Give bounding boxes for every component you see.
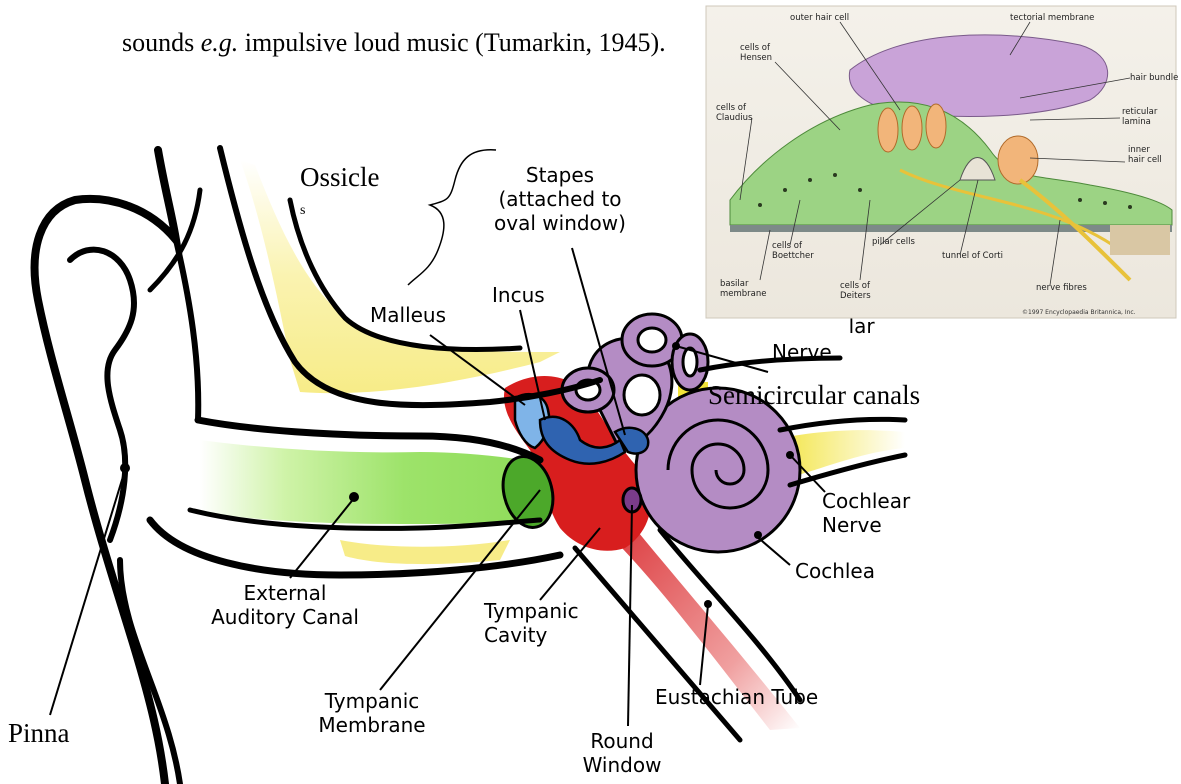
label-tympanic-cavity-2: Cavity [484,623,547,647]
inset-label-outer-hair-cell: outer hair cell [790,13,849,23]
inset-label-hair-bundle: hair bundle [1130,73,1178,83]
inset-label-pillar-cells: pillar cells [872,237,916,247]
inset-label-tunnel-of-corti: tunnel of Corti [942,251,1003,261]
label-cochlear-nerve-1: Cochlear [822,489,911,513]
inset-label-deiters-2: Deiters [840,291,871,301]
label-cochlear-nerve-2: Nerve [822,513,882,537]
label-external-1: External [244,581,327,605]
inset-label-boettcher-2: Boettcher [772,251,814,261]
vestibular-mask [760,316,850,334]
label-ossicle: Ossicle [300,162,380,192]
label-tympanic-cavity-1: Tympanic [483,599,579,623]
organ-of-corti-inset: outer hair cell tectorial membrane cells… [706,6,1178,318]
label-stapes-3: oval window) [494,211,626,235]
label-malleus: Malleus [370,303,446,327]
inset-label-hensen-1: cells of [740,43,771,53]
label-tympanic-membrane-1: Tympanic [324,689,420,713]
label-round-window-2: Window [583,753,662,777]
inset-label-tectorial-membrane: tectorial membrane [1010,13,1094,23]
label-semicircular-canals: Semicircular canals [708,380,920,410]
inset-label-deiters-1: cells of [840,281,871,291]
label-tympanic-membrane-2: Membrane [318,713,425,737]
inset-label-basilar-2: membrane [720,289,767,299]
inset-label-boettcher-1: cells of [772,241,803,251]
label-cochlea: Cochlea [795,559,875,583]
label-incus: Incus [492,283,545,307]
label-nerve: Nerve [772,340,832,364]
label-round-window-1: Round [590,729,653,753]
external-canal-shape [200,440,540,524]
label-stapes-1: Stapes [526,163,594,187]
inset-label-inner-hair-1: inner [1128,145,1150,155]
label-ossicle-fragment: s [300,203,305,218]
inset-copyright: ©1997 Encyclopaedia Britannica, Inc. [1022,309,1136,316]
inset-label-nerve-fibres: nerve fibres [1036,283,1087,293]
inset-label-claudius-2: Claudius [716,113,753,123]
ossicle-brace [408,150,496,285]
label-eustachian-tube: Eustachian Tube [655,685,818,709]
inset-label-basilar-1: basilar [720,279,749,289]
label-stapes-2: (attached to [498,187,621,211]
inset-label-inner-hair-2: hair cell [1128,155,1162,165]
inset-label-reticular-2: lamina [1122,117,1151,127]
label-external-2: Auditory Canal [211,605,359,629]
inset-label-reticular-1: reticular [1122,107,1158,117]
label-pinna: Pinna [8,718,70,748]
inset-label-claudius-1: cells of [716,103,747,113]
inset-label-hensen-2: Hensen [740,53,772,63]
